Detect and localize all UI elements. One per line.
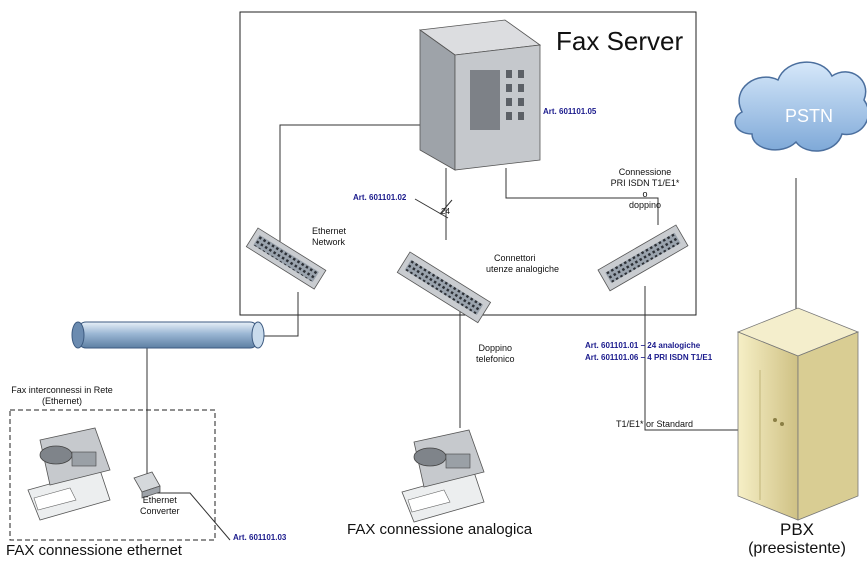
line-server-pri (505, 168, 659, 225)
fax-machine-ethernet-icon (27, 427, 111, 521)
ethernet-switch-icon (245, 227, 327, 290)
ethernet-converter-label: Ethernet Converter (140, 495, 180, 516)
pbx-tower-icon (736, 307, 860, 521)
ethernet-converter-icon (133, 471, 161, 499)
bus-count-label: 24 (441, 207, 450, 216)
pstn-label: PSTN (785, 106, 834, 126)
analog-connector-switch-icon (396, 251, 492, 324)
bus-slash-mark (439, 199, 453, 215)
article-ethernet-converter: Art. 601101.03 (233, 533, 287, 542)
fax-rete-label: Fax interconnessi in Rete (Ethernet) (11, 385, 113, 406)
fax-ethernet-group (9, 409, 216, 541)
server-tower-icon (418, 19, 542, 171)
connettori-label: Connettori utenze analogiche (486, 253, 560, 274)
line-switch-bus (258, 292, 299, 337)
line-server-ethernet-switch (279, 124, 420, 244)
doppino-label: Doppino telefonico (476, 343, 515, 364)
article-connector: Art. 601101.02 (353, 193, 407, 202)
pri-switch-icon (597, 224, 689, 292)
pstn-cloud-icon (734, 61, 867, 152)
article-analog-24: Art. 601101.01 – 24 analogiche (585, 341, 701, 350)
ethernet-network-label: Ethernet Network (312, 226, 347, 247)
article-server: Art. 601101.05 (543, 107, 597, 116)
line-converter-label (156, 492, 231, 541)
connessione-label: Connessione PRI ISDN T1/E1* o doppino (610, 167, 680, 210)
pbx-caption: PBX (preesistente) (748, 520, 846, 557)
connection-lines (146, 124, 800, 541)
fax-ethernet-caption: FAX connessione ethernet (6, 542, 182, 559)
ethernet-bus-icon (71, 321, 265, 349)
fax-analog-caption: FAX connessione analogica (347, 521, 533, 538)
line-connector-article (414, 198, 449, 219)
fax-machine-analog-icon (401, 429, 485, 523)
t1-standard-label: T1/E1* or Standard (616, 419, 694, 429)
fax-server-title: Fax Server (556, 26, 684, 56)
article-pri-isdn: Art. 601101.06 – 4 PRI ISDN T1/E1 (585, 353, 713, 362)
